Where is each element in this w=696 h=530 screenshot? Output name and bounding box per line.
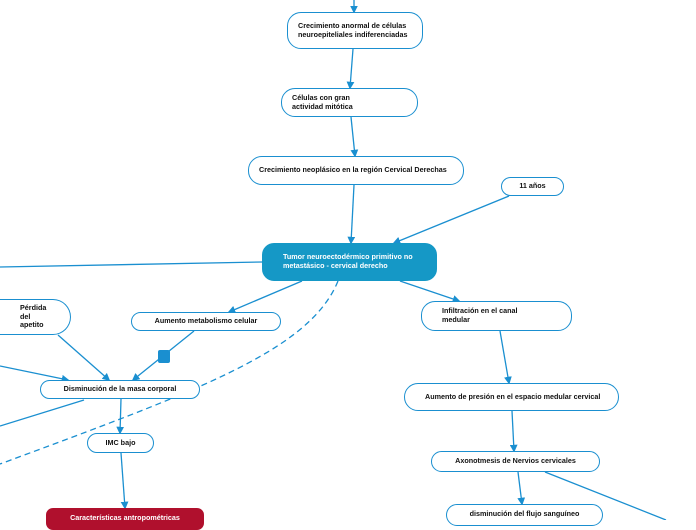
node-perdida-apetito-label: Pérdida del apetito — [20, 303, 47, 330]
note-marker-icon[interactable] — [158, 350, 170, 363]
link-celulas-to-neoplasico — [350, 116, 359, 158]
link-tumor-to-left — [0, 261, 263, 268]
link-presion-to-axonotmesis — [509, 410, 518, 453]
node-crecimiento-anormal[interactable]: Crecimiento anormal de células neuroepit… — [287, 12, 423, 49]
link-axonotmesis-to-flujo — [517, 471, 526, 506]
node-crecimiento-neoplasico-label: Crecimiento neoplásico en la región Cerv… — [259, 165, 447, 175]
node-perdida-apetito[interactable]: Pérdida del apetito — [0, 299, 71, 335]
link-masa-to-imc — [116, 398, 125, 435]
node-edad[interactable]: 11 años — [501, 177, 564, 196]
link-left-to-masa — [0, 365, 70, 383]
node-tumor-central-label: Tumor neuroectodérmico primitivo no meta… — [283, 252, 413, 270]
node-caracteristicas-label: Características antropométricas — [70, 513, 180, 522]
node-disminucion-flujo[interactable]: disminución del flujo sanguíneo — [446, 504, 603, 526]
link-infiltracion-to-presion — [499, 330, 512, 385]
node-imc-bajo-label: IMC bajo — [105, 437, 136, 447]
link-tumor-to-infiltracion — [399, 280, 461, 303]
node-crecimiento-anormal-label: Crecimiento anormal de células neuroepit… — [298, 20, 408, 39]
node-celulas-mitotica-label: Células con gran actividad mitótica — [292, 92, 353, 111]
node-aumento-presion-label: Aumento de presión en el espacio medular… — [425, 391, 601, 401]
node-disminucion-masa-label: Disminución de la masa corporal — [63, 384, 177, 394]
node-edad-label: 11 años — [519, 181, 546, 191]
link-masa-to-left — [0, 399, 85, 427]
node-caracteristicas[interactable]: Características antropométricas — [46, 508, 204, 530]
link-tumor-to-left-dashed — [0, 280, 339, 465]
link-imc-to-caracteristicas — [120, 452, 129, 510]
link-edad-to-tumor — [392, 195, 510, 245]
node-axonotmesis[interactable]: Axonotmesis de Nervios cervicales — [431, 451, 600, 472]
link-apetito-to-masa — [57, 334, 111, 382]
node-tumor-central[interactable]: Tumor neuroectodérmico primitivo no meta… — [262, 243, 437, 281]
link-tumor-to-metabolismo — [227, 280, 303, 314]
node-aumento-metabolismo[interactable]: Aumento metabolismo celular — [131, 312, 281, 331]
node-infiltracion[interactable]: Infiltración en el canal medular — [421, 301, 572, 331]
node-disminucion-masa[interactable]: Disminución de la masa corporal — [40, 380, 200, 399]
node-imc-bajo[interactable]: IMC bajo — [87, 433, 154, 453]
node-celulas-mitotica[interactable]: Células con gran actividad mitótica — [281, 88, 418, 117]
node-aumento-presion[interactable]: Aumento de presión en el espacio medular… — [404, 383, 619, 411]
link-axonotmesis-to-right — [544, 471, 667, 520]
node-aumento-metabolismo-label: Aumento metabolismo celular — [154, 316, 258, 326]
node-crecimiento-neoplasico[interactable]: Crecimiento neoplásico en la región Cerv… — [248, 156, 464, 185]
link-crecimiento-to-celulas — [346, 48, 355, 90]
link-neoplasico-to-tumor — [347, 184, 356, 245]
node-disminucion-flujo-label: disminución del flujo sanguíneo — [469, 509, 580, 518]
node-infiltracion-label: Infiltración en el canal medular — [442, 306, 518, 324]
node-axonotmesis-label: Axonotmesis de Nervios cervicales — [455, 456, 576, 466]
